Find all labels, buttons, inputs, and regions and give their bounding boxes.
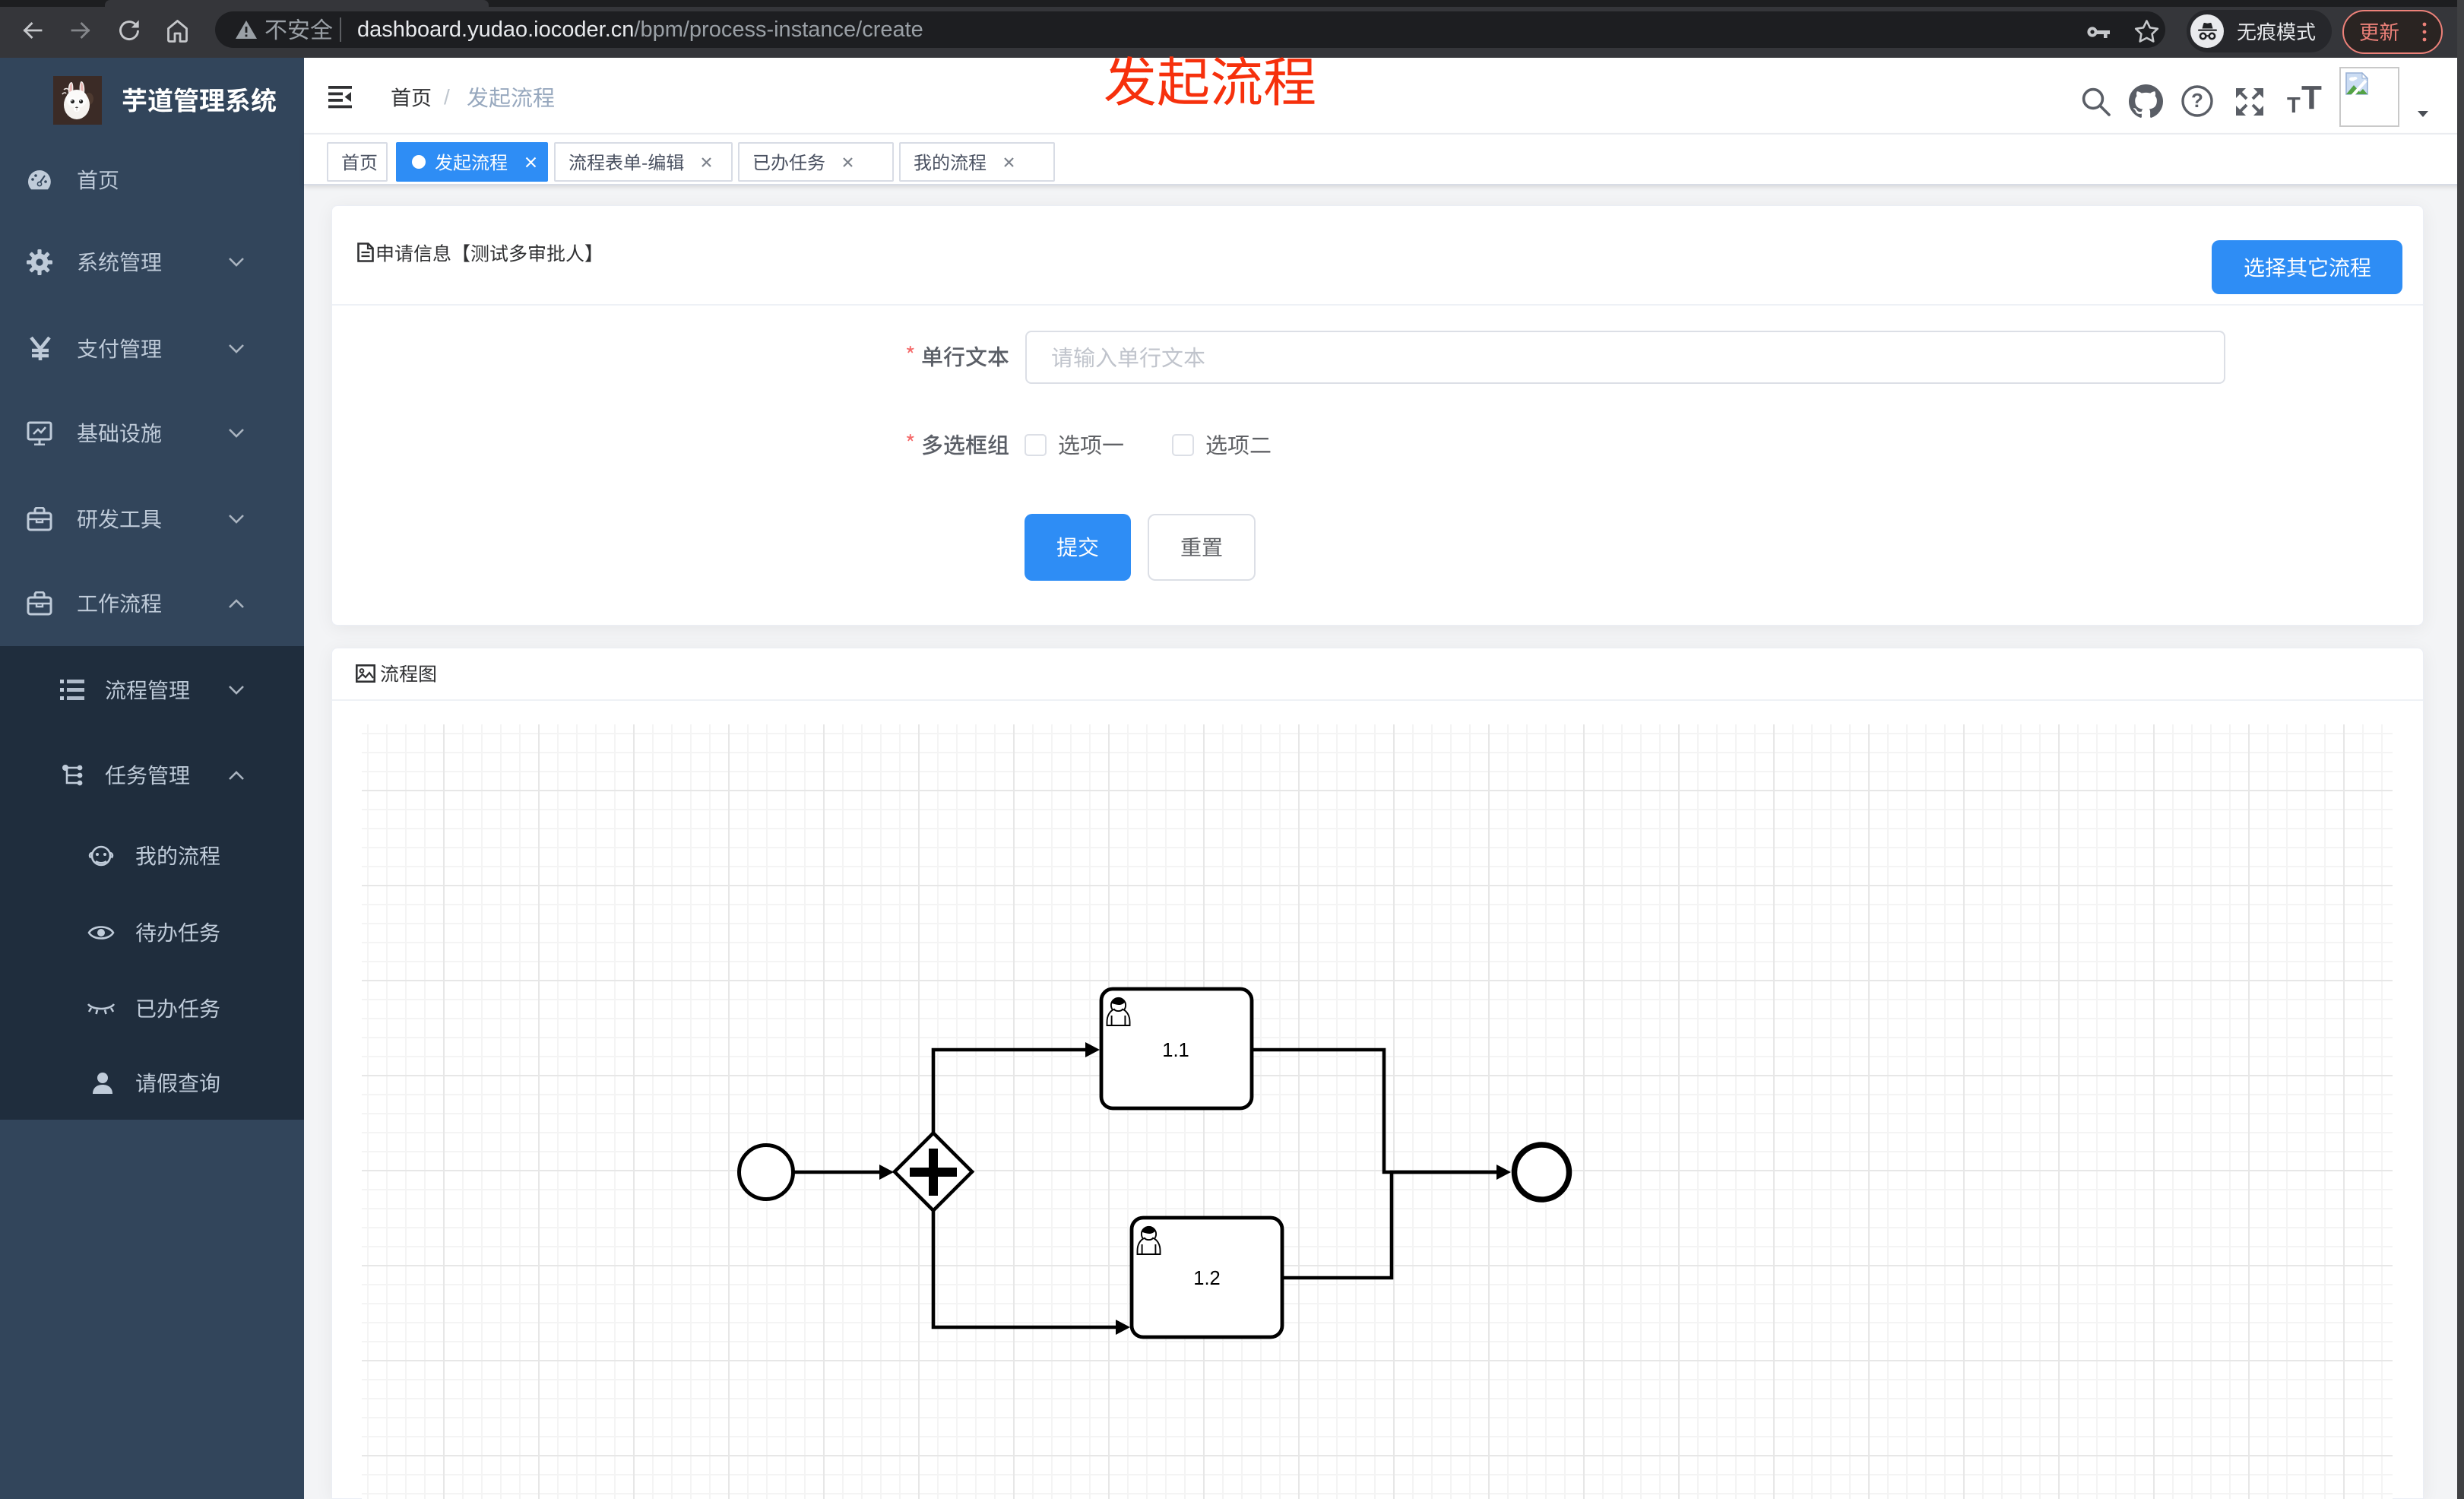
svg-text:?: ? [2191, 89, 2203, 112]
svg-text:1.1: 1.1 [1162, 1040, 1189, 1061]
svg-text:1.2: 1.2 [1193, 1268, 1220, 1289]
